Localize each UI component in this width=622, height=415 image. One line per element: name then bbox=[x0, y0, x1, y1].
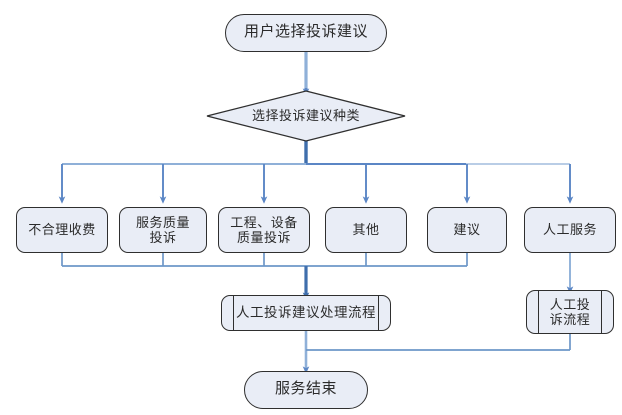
node-process-manual-label-line2: 诉流程 bbox=[549, 312, 591, 327]
node-end[interactable]: 服务结束 bbox=[244, 371, 368, 409]
node-decision-label: 选择投诉建议种类 bbox=[251, 108, 360, 124]
node-category-label-line1: 服务质量 bbox=[135, 214, 190, 230]
node-category-label-line2: 投诉 bbox=[149, 230, 177, 245]
node-category-manual-service[interactable]: 人工服务 bbox=[524, 207, 616, 253]
node-category-other[interactable]: 其他 bbox=[325, 207, 407, 253]
node-category-suggestion[interactable]: 建议 bbox=[427, 207, 507, 253]
node-category-label: 建议 bbox=[453, 222, 481, 238]
node-category-unreasonable-charge[interactable]: 不合理收费 bbox=[16, 207, 108, 253]
node-start-label: 用户选择投诉建议 bbox=[243, 24, 368, 41]
node-category-engineering-equipment-quality[interactable]: 工程、设备 质量投诉 bbox=[218, 207, 310, 253]
diamond-shape bbox=[206, 90, 406, 142]
node-category-label-line1: 工程、设备 bbox=[230, 214, 298, 230]
node-category-label: 不合理收费 bbox=[28, 222, 96, 238]
node-end-label: 服务结束 bbox=[274, 381, 337, 398]
edge-merge-risers bbox=[61, 253, 468, 266]
node-category-label: 人工服务 bbox=[542, 222, 597, 238]
edge-bus-drops bbox=[58, 164, 574, 204]
node-start[interactable]: 用户选择投诉建议 bbox=[225, 14, 387, 52]
node-process-manual-label-line1: 人工投 bbox=[549, 296, 591, 312]
node-process-main-label: 人工投诉建议处理流程 bbox=[236, 305, 376, 321]
node-category-label: 其他 bbox=[352, 222, 380, 238]
node-category-service-quality[interactable]: 服务质量 投诉 bbox=[119, 207, 207, 253]
node-process-main[interactable]: 人工投诉建议处理流程 bbox=[221, 295, 391, 331]
node-category-label-line2: 质量投诉 bbox=[236, 230, 291, 245]
node-process-manual[interactable]: 人工投 诉流程 bbox=[526, 290, 614, 334]
edge-manual-process-to-end bbox=[306, 334, 571, 351]
node-decision[interactable]: 选择投诉建议种类 bbox=[206, 90, 406, 142]
